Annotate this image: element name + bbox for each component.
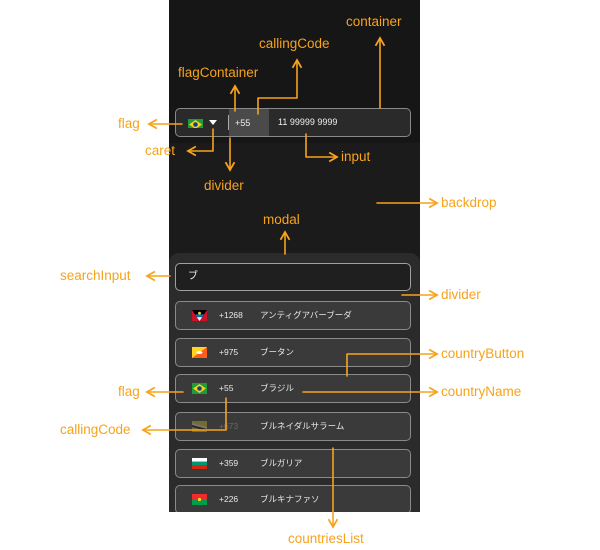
country-name: ブルガリア: [260, 458, 303, 468]
brazil-flag-icon: [188, 117, 203, 128]
label-flag: flag: [118, 116, 140, 131]
search-input[interactable]: ブ: [175, 263, 411, 291]
calling-code: +55: [229, 109, 269, 136]
country-button-arrow: [346, 348, 439, 377]
bhutan-flag-icon: [192, 347, 207, 358]
calling-code-arrow: [257, 58, 303, 115]
calling-code: +55: [219, 383, 234, 393]
input-arrow: [305, 133, 339, 163]
calling-code: +226: [219, 494, 239, 504]
brazil-flag-icon: [192, 383, 207, 394]
calling-code: +673: [219, 421, 239, 431]
label-search-input: searchInput: [60, 268, 131, 283]
country-button[interactable]: +359 ブルガリア: [175, 449, 411, 478]
burkina-faso-flag-icon: [192, 494, 207, 505]
label-country-button: countryButton: [441, 346, 525, 361]
calling-code: +359: [219, 458, 239, 468]
list-calling-code-arrow: [141, 397, 227, 436]
label-calling-code: callingCode: [259, 36, 330, 51]
label-divider-modal: divider: [441, 287, 481, 302]
phone-screen: +55 11 99999 9999 ブ +1268 アンティグアバーブーダ +9…: [169, 0, 420, 512]
country-name: ブータン: [260, 347, 295, 357]
label-input: input: [341, 149, 371, 164]
label-flag-container: flagContainer: [178, 65, 259, 80]
flag-container[interactable]: [176, 109, 228, 136]
label-caret: caret: [145, 143, 176, 158]
label-calling-code-list: callingCode: [60, 422, 131, 437]
antigua-barbuda-flag-icon: [192, 310, 207, 321]
caret-down-icon: [209, 120, 217, 125]
country-button[interactable]: +673 ブルネイダルサラーム: [175, 412, 411, 441]
label-flag-list: flag: [118, 384, 140, 399]
label-country-name: countryName: [441, 384, 522, 399]
phone-number-input[interactable]: 11 99999 9999: [278, 117, 338, 127]
phone-number-container[interactable]: +55 11 99999 9999: [175, 108, 411, 137]
label-countries-list: countriesList: [288, 531, 364, 546]
bulgaria-flag-icon: [192, 458, 207, 469]
label-container: container: [346, 14, 402, 29]
country-modal: ブ +1268 アンティグアバーブーダ +975 ブータン +55 ブラジル: [169, 253, 420, 512]
country-name: ブラジル: [260, 383, 294, 393]
caret-arrow: [186, 128, 214, 157]
country-name: ブルネイダルサラーム: [260, 421, 345, 431]
label-backdrop: backdrop: [441, 195, 497, 210]
calling-code: +975: [219, 347, 239, 357]
country-name: アンティグアバーブーダ: [260, 310, 352, 320]
country-button[interactable]: +1268 アンティグアバーブーダ: [175, 301, 411, 330]
label-modal: modal: [263, 212, 300, 227]
country-button[interactable]: +55 ブラジル: [175, 374, 411, 403]
country-name: ブルキナファソ: [260, 494, 320, 504]
label-divider: divider: [204, 178, 244, 193]
country-button[interactable]: +975 ブータン: [175, 338, 411, 367]
calling-code: +1268: [219, 310, 243, 320]
country-button[interactable]: +226 ブルキナファソ: [175, 485, 411, 512]
divider: [228, 115, 229, 130]
